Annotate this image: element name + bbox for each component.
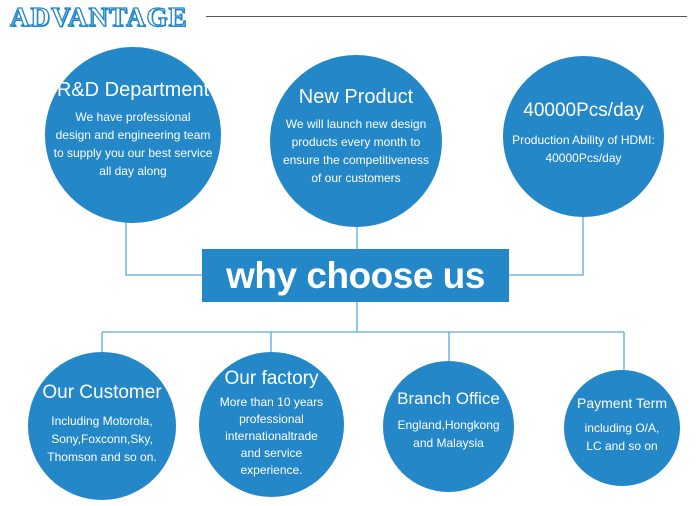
circle-text: England,Hongkong and Malaysia bbox=[397, 418, 500, 451]
circle-text: Including Motorola, Sony,Foxconn,Sky, Th… bbox=[47, 413, 157, 464]
connector-rd bbox=[125, 200, 202, 276]
circle-text: including O/A, LC and so on bbox=[584, 421, 660, 454]
connector-capacity bbox=[509, 212, 584, 276]
circle-our-factory: Our factory More than 10 years professio… bbox=[199, 352, 344, 497]
circle-text: We will launch new design products every… bbox=[282, 116, 430, 185]
circle-new-product: New Product We will launch new design pr… bbox=[270, 55, 442, 227]
circle-title: Payment Term bbox=[577, 394, 667, 411]
circle-capacity: 40000Pcs/day Production Ability of HDMI:… bbox=[503, 56, 664, 217]
circle-our-customer: Our Customer Including Motorola, Sony,Fo… bbox=[28, 352, 176, 500]
circle-title: New Product bbox=[298, 85, 414, 108]
circle-title: Our factory bbox=[224, 368, 319, 390]
circle-title: 40000Pcs/day bbox=[523, 99, 644, 121]
circle-payment-term: Payment Term including O/A, LC and so on bbox=[564, 370, 680, 486]
circle-title: Branch Office bbox=[397, 388, 500, 408]
why-choose-us-banner: why choose us bbox=[202, 249, 509, 302]
circle-text: Production Ability of HDMI: 40000Pcs/day bbox=[512, 133, 655, 166]
circle-title: R&D Department bbox=[56, 78, 210, 101]
circle-title: Our Customer bbox=[42, 382, 162, 404]
circle-rd-department: R&D Department We have professional desi… bbox=[45, 47, 221, 223]
circle-text: More than 10 years professional internat… bbox=[219, 394, 324, 477]
circle-branch-office: Branch Office England,Hongkong and Malay… bbox=[383, 361, 514, 492]
header-divider bbox=[206, 16, 687, 17]
header-title: ADVANTAGE bbox=[9, 1, 188, 32]
circle-text: We have professional design and engineer… bbox=[53, 109, 213, 178]
